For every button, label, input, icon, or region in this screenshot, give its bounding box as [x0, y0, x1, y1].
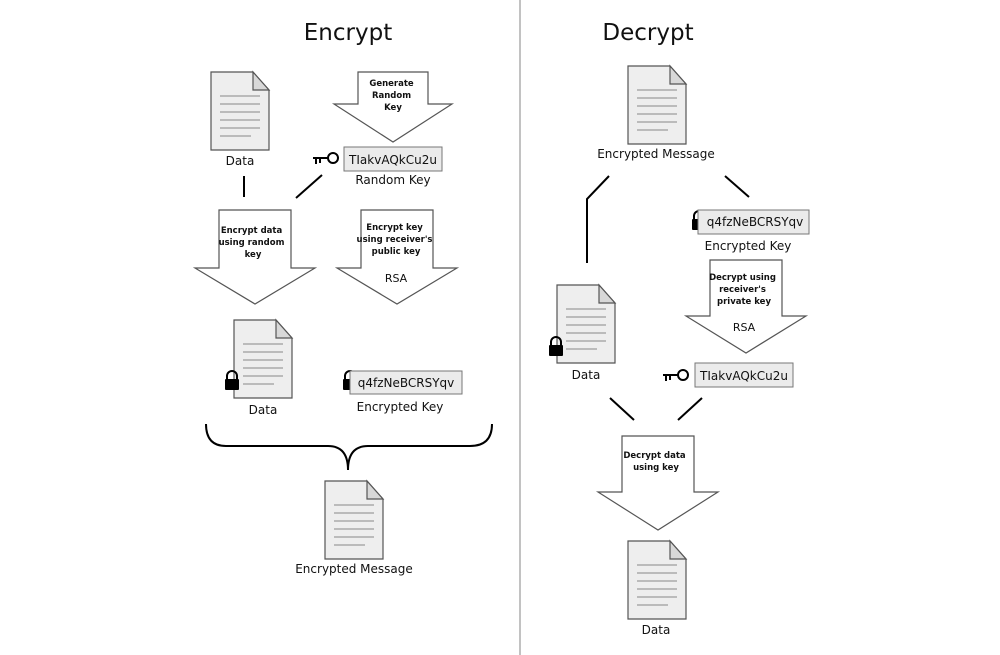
decrypt-encrypted-data-lock-icon: [548, 336, 564, 357]
encrypt-data-arrow: Encrypt data using random key: [192, 209, 318, 305]
decrypt-data-arrow: Decrypt data using key: [595, 435, 721, 531]
connector-message-to-key: [724, 175, 750, 198]
decrypt-title: Decrypt: [602, 20, 693, 46]
decrypted-data-document-icon: [627, 540, 687, 620]
random-key-icon: [312, 152, 339, 165]
encrypted-data-lock-icon: [224, 370, 240, 391]
data-document-icon: [210, 71, 270, 151]
encrypt-data-label: Data: [226, 154, 255, 168]
encrypted-key-label: Encrypted Key: [357, 400, 444, 414]
decrypt-random-key-box: [694, 362, 794, 388]
random-key-value: TIakvAQkCu2u: [348, 153, 437, 167]
decrypt-key-arrow-line-2: receiver's: [719, 285, 766, 295]
generate-arrow-line-3: Key: [384, 103, 402, 113]
encrypted-key-box: [349, 370, 463, 395]
decrypt-key-arrow-line-1: Decrypt using: [709, 273, 776, 283]
encrypt-data-arrow-line-1: Encrypt data: [221, 226, 283, 236]
decrypt-key-arrow: Decrypt using receiver's private key RSA: [683, 259, 809, 354]
decrypt-key-arrow-line-3: private key: [717, 297, 771, 307]
encrypt-title: Encrypt: [304, 20, 392, 46]
decrypt-panel: Decrypt Encrypted Message q4fzNeBCRSYqv …: [548, 20, 810, 637]
encrypt-key-arrow-line-2: using receiver's: [357, 235, 433, 245]
svg-text:Decrypt using receiver: Decrypt using receiver's private key: [709, 273, 779, 307]
decrypt-message-label: Encrypted Message: [597, 147, 715, 161]
connector-key-to-decrypt: [677, 397, 703, 421]
encrypt-data-arrow-line-3: key: [245, 250, 262, 260]
decrypt-data-arrow-line-2: using key: [633, 463, 679, 473]
encrypt-key-arrow-line-1: Encrypt key: [366, 223, 423, 233]
svg-text:Generate Random: Generate Random Key: [369, 79, 416, 113]
encrypt-panel: Encrypt Data Generate Random Key TIakvAQ…: [192, 20, 493, 576]
decrypt-data-arrow-line-1: Decrypt data: [623, 451, 686, 461]
generate-arrow-line-1: Generate: [369, 79, 414, 89]
svg-text:Decrypt data using key: Decrypt data using key: [623, 451, 688, 473]
connector-data-to-decrypt: [609, 397, 635, 421]
random-key-label: Random Key: [355, 173, 430, 187]
svg-text:Encrypt key using rece: Encrypt key using receiver's public key: [357, 223, 436, 257]
random-key-box: [343, 146, 443, 172]
encrypted-message-document-icon: [324, 480, 384, 560]
generate-arrow-line-2: Random: [372, 91, 411, 101]
encrypt-key-arrow-line-3: public key: [372, 247, 421, 257]
decrypt-key-algorithm: RSA: [733, 321, 756, 334]
encrypted-data-label: Data: [249, 403, 278, 417]
encrypt-data-arrow-line-2: using random: [219, 238, 285, 248]
decrypted-data-label: Data: [642, 623, 671, 637]
encrypted-message-label: Encrypted Message: [295, 562, 413, 576]
decrypt-random-key-value: TIakvAQkCu2u: [699, 369, 788, 383]
connector-key-to-encrypt: [295, 174, 323, 199]
connector-message-to-data: [586, 175, 610, 263]
decrypt-encrypted-key-box: [697, 209, 810, 235]
encrypt-key-arrow: Encrypt key using receiver's public key …: [334, 209, 460, 305]
decrypt-random-key-icon: [662, 369, 689, 382]
encrypted-key-value: q4fzNeBCRSYqv: [358, 376, 455, 390]
decrypt-encrypted-key-label: Encrypted Key: [705, 239, 792, 253]
decrypt-encrypted-key-value: q4fzNeBCRSYqv: [707, 215, 804, 229]
encrypted-data-document-icon: [233, 319, 293, 399]
decrypt-message-document-icon: [627, 65, 687, 145]
svg-text:Encrypt data using ran: Encrypt data using random key: [219, 226, 288, 260]
decrypt-encrypted-data-label: Data: [572, 368, 601, 382]
encrypt-key-algorithm: RSA: [385, 272, 408, 285]
generate-random-key-arrow: Generate Random Key: [331, 71, 455, 143]
decrypt-encrypted-data-document-icon: [556, 284, 616, 364]
combine-brace: [205, 423, 493, 471]
